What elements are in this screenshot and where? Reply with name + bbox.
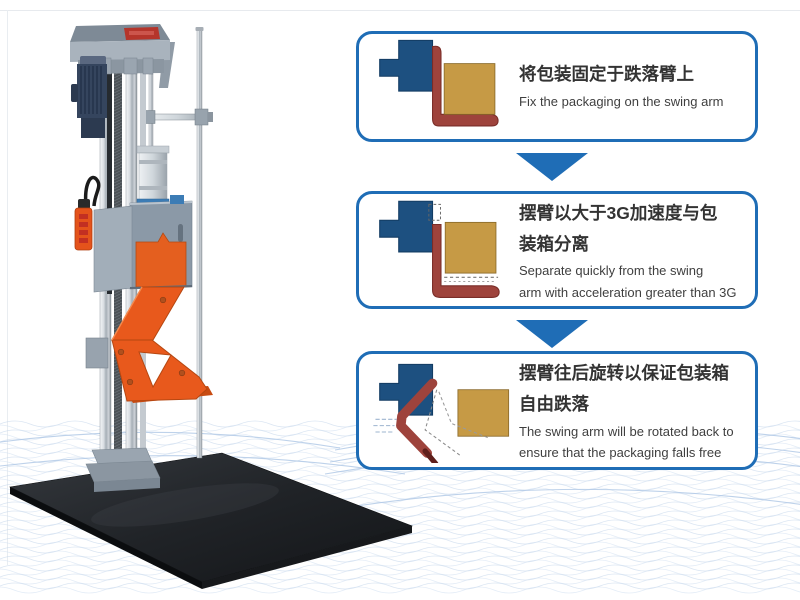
base-plate	[9, 452, 413, 589]
drive-belt	[107, 66, 112, 294]
package-box-shape	[444, 222, 497, 274]
step2-zh-line1: 摆臂以大于3G加速度与包	[519, 202, 718, 223]
mount-block-shape	[379, 200, 434, 253]
step1-zh-line1: 将包装固定于跌落臂上	[519, 63, 694, 84]
swing-arm	[111, 286, 213, 403]
step-arrow-down-icon	[516, 153, 588, 181]
brand-logo-plate	[124, 27, 160, 40]
step-arrow-down-icon	[516, 320, 588, 348]
step2-en-line1: Separate quickly from the swing	[519, 263, 704, 279]
drop-tester-machine-photo	[9, 24, 413, 589]
step-card-1: 将包装固定于跌落臂上 Fix the packaging on the swin…	[356, 31, 758, 142]
height-rod	[143, 27, 213, 459]
step3-en-line2: ensure that the packaging falls free	[519, 445, 722, 461]
step3-zh-line2: 自由跌落	[519, 394, 589, 415]
step3-en-line1: The swing arm will be rotated back to	[519, 423, 734, 439]
step2-zh-line2: 装箱分离	[519, 233, 589, 254]
swing-arm-shape	[396, 378, 438, 458]
step-card-2: 摆臂以大于3G加速度与包 装箱分离 Separate quickly from …	[356, 191, 758, 309]
pendant-control	[74, 175, 101, 251]
step1-en-line1: Fix the packaging on the swing arm	[519, 93, 724, 109]
package-box-shape	[443, 62, 496, 115]
step3-zh-line1: 摆臂往后旋转以保证包装箱	[519, 363, 729, 384]
swing-arm-shape	[432, 45, 499, 127]
step3-diagram-icon	[373, 363, 510, 464]
step1-diagram-icon	[379, 39, 499, 127]
screw-support-clamp	[85, 337, 109, 369]
swing-arm-tip	[422, 448, 439, 464]
step2-en-line2: arm with acceleration greater than 3G	[519, 284, 737, 300]
arm-ghost-path	[424, 389, 461, 456]
package-box-shape	[457, 388, 510, 437]
carriage	[93, 195, 193, 293]
step2-diagram-icon	[379, 200, 500, 299]
mount-block-shape	[379, 39, 434, 92]
swing-arm-shape	[432, 224, 500, 299]
frame-line	[0, 10, 800, 11]
arm-ghost-outline	[428, 204, 441, 221]
frame-line	[7, 10, 8, 565]
step-card-3: 摆臂往后旋转以保证包装箱 自由跌落 The swing arm will be …	[356, 351, 758, 470]
base-block	[85, 447, 161, 492]
motor	[71, 56, 107, 138]
